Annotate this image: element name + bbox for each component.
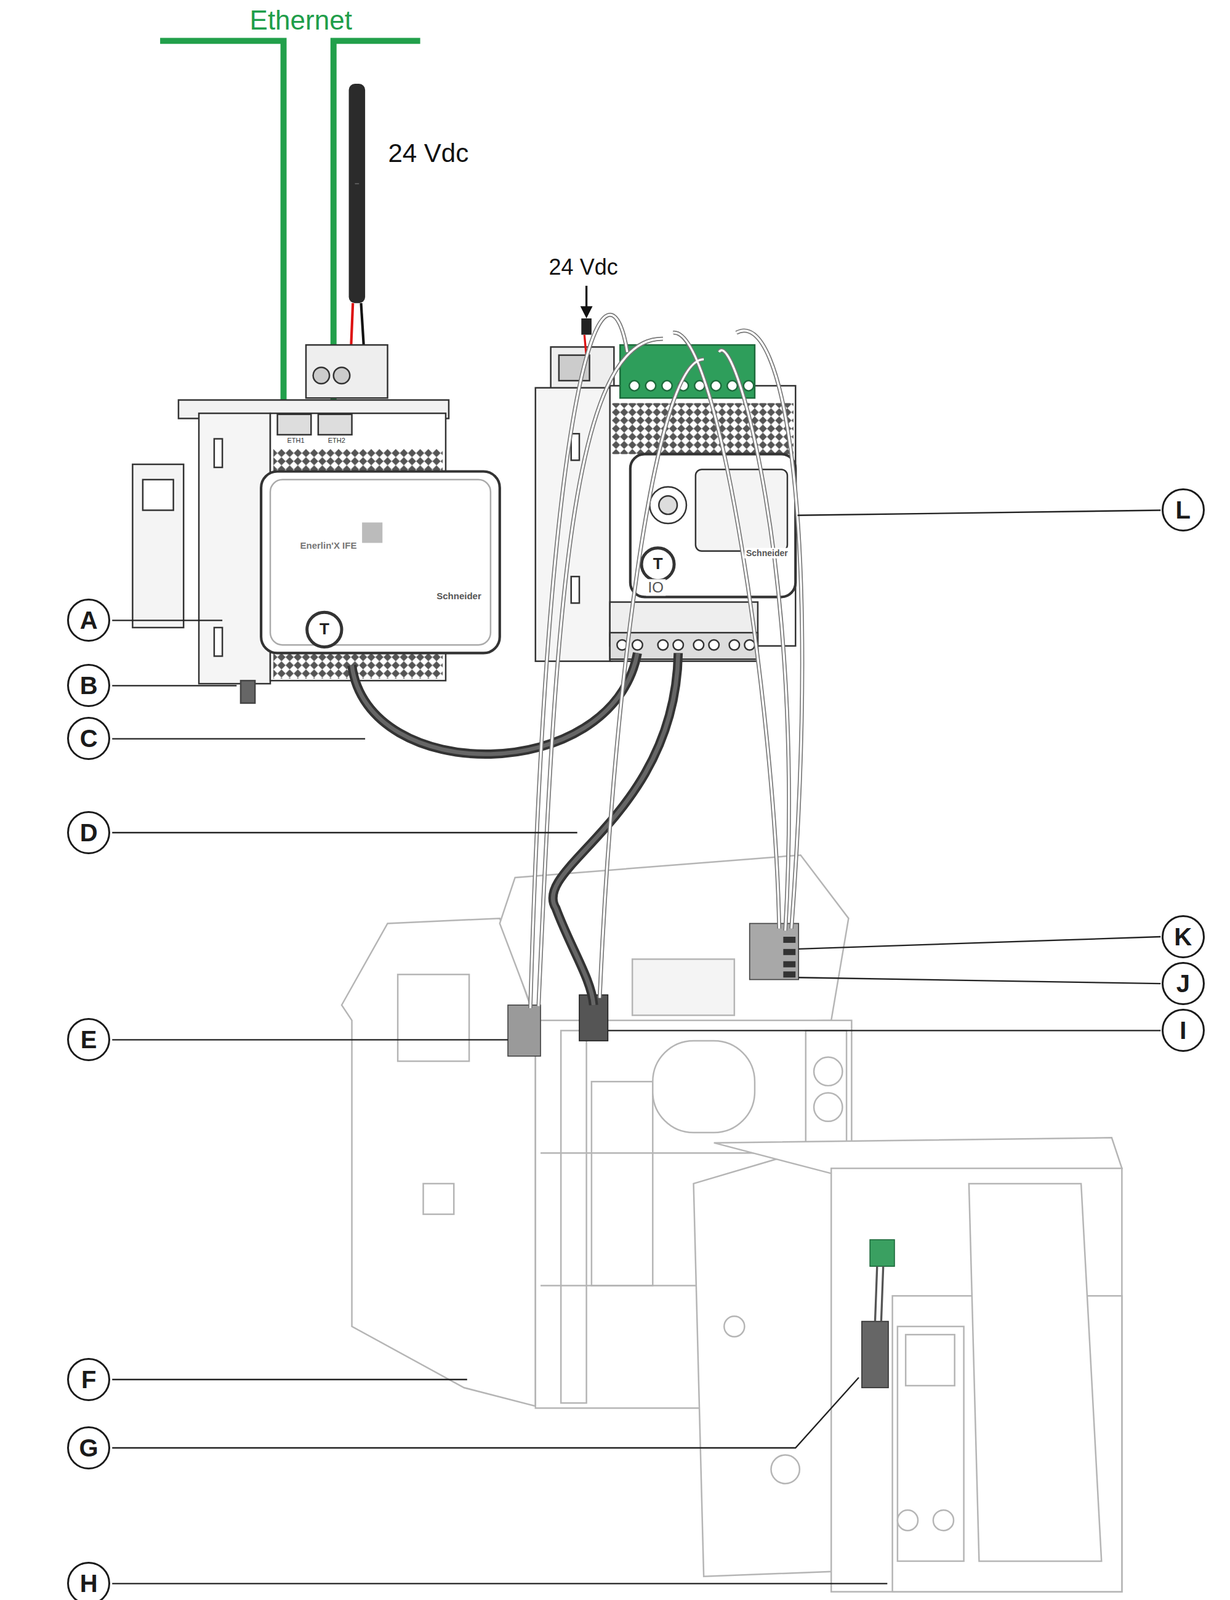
device-marking: IO [646,579,666,596]
cable [552,652,679,1005]
callout-circle: L [1161,488,1205,532]
callout-letter: A [80,607,98,633]
voltage-label: 24 Vdc [387,139,469,167]
callout-circle: I [1161,1008,1205,1052]
callout-letter: H [80,1570,98,1596]
callout-circle: B [67,663,111,707]
callout-circle: E [67,1017,111,1061]
callout-letter: I [1179,1017,1187,1043]
cable [352,652,638,754]
callout-letter: F [81,1366,97,1392]
callout-circle: K [1161,914,1205,958]
voltage-label: 24 Vdc [549,255,619,279]
device-marking: Schneider [744,547,790,559]
callout-circle: A [67,598,111,642]
callout-letter: E [80,1026,98,1052]
callout-letter: L [1175,497,1191,523]
circuit-breaker [693,1137,1123,1591]
callout-circle: G [67,1425,111,1469]
callout-circle: F [67,1357,111,1401]
callout-letter: G [79,1435,99,1460]
device-marking: T [653,555,664,573]
device-marking: T [319,621,330,638]
network-label: Ethernet [249,6,353,35]
device-marking: ETH1 [285,436,306,446]
callout-letter: B [80,672,98,698]
callout-circle: H [67,1561,111,1600]
ife-module [132,344,500,704]
device-marking: Enerlin'X IFE [297,539,359,551]
terminal-block [749,922,800,979]
ethernet-line [160,40,284,419]
callout-circle: J [1161,961,1205,1005]
callout-letter: D [80,820,98,845]
device-marking: ETH2 [326,436,348,446]
power-cable [349,83,366,303]
callout-letter: K [1173,924,1192,949]
connector [861,1321,889,1388]
terminal-block [507,1004,541,1056]
callout-letter: J [1176,970,1190,996]
callout-circle: D [67,810,111,854]
device-marking: Schneider [434,590,484,602]
callout-letter: C [80,725,98,751]
callout-circle: C [67,716,111,760]
wire-bundle [530,314,803,1008]
leader-lines [112,509,1161,1583]
